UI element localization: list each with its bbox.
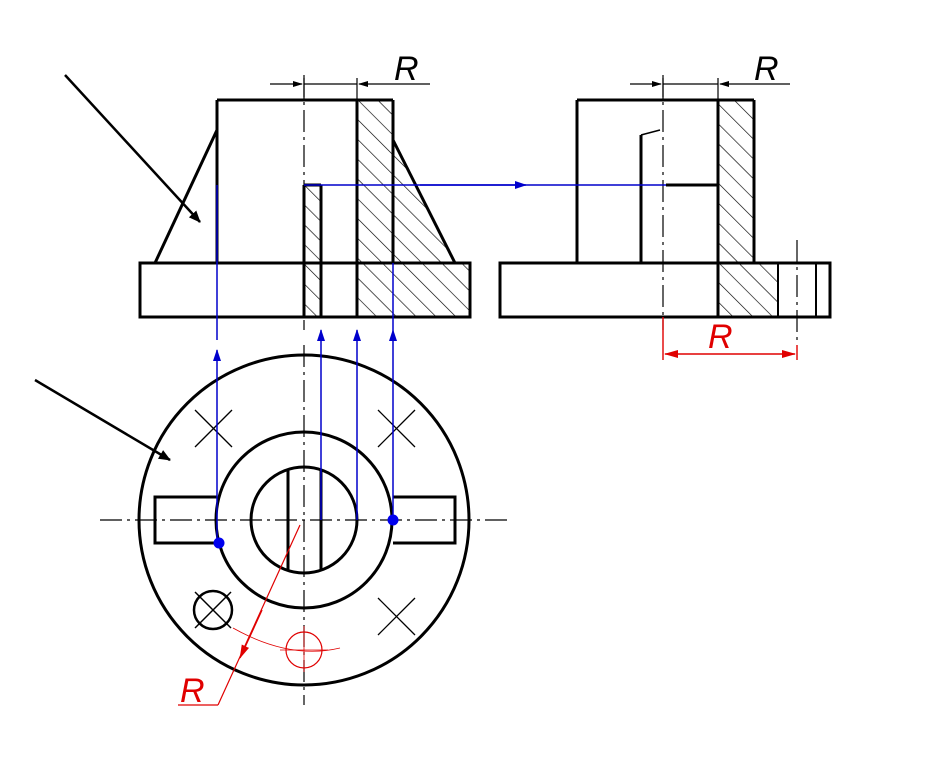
side-view: [498, 75, 832, 345]
front-hatch-base-right: [393, 263, 470, 317]
front-view: [138, 75, 472, 330]
side-hatch-wall: [718, 100, 754, 317]
top-dimension-label: R: [180, 672, 205, 710]
side-base-plate: [498, 261, 832, 319]
side-hatch-base: [754, 263, 778, 317]
side-bottom-dimension: [662, 317, 798, 360]
top-small-hole: [192, 589, 234, 631]
front-rib-right: [391, 139, 457, 264]
front-dimension-label: R: [394, 50, 419, 88]
leader-arrow-top: [34, 378, 171, 462]
top-hole-marks: [194, 409, 416, 636]
front-top-dimension: [270, 78, 430, 100]
leader-arrow-front: [64, 74, 201, 223]
side-top-dimension-label: R: [754, 50, 779, 88]
front-hatch-right-wall: [357, 100, 393, 317]
side-top-dimension: [630, 78, 790, 100]
front-rib-left: [153, 129, 219, 264]
projection-point-right: [387, 514, 399, 526]
top-red-construction: [178, 524, 341, 706]
front-hatch-inner-left: [304, 185, 321, 317]
projection-point-left: [213, 537, 225, 549]
side-bottom-dimension-label: R: [708, 318, 733, 356]
projection-lines: [213, 181, 666, 543]
